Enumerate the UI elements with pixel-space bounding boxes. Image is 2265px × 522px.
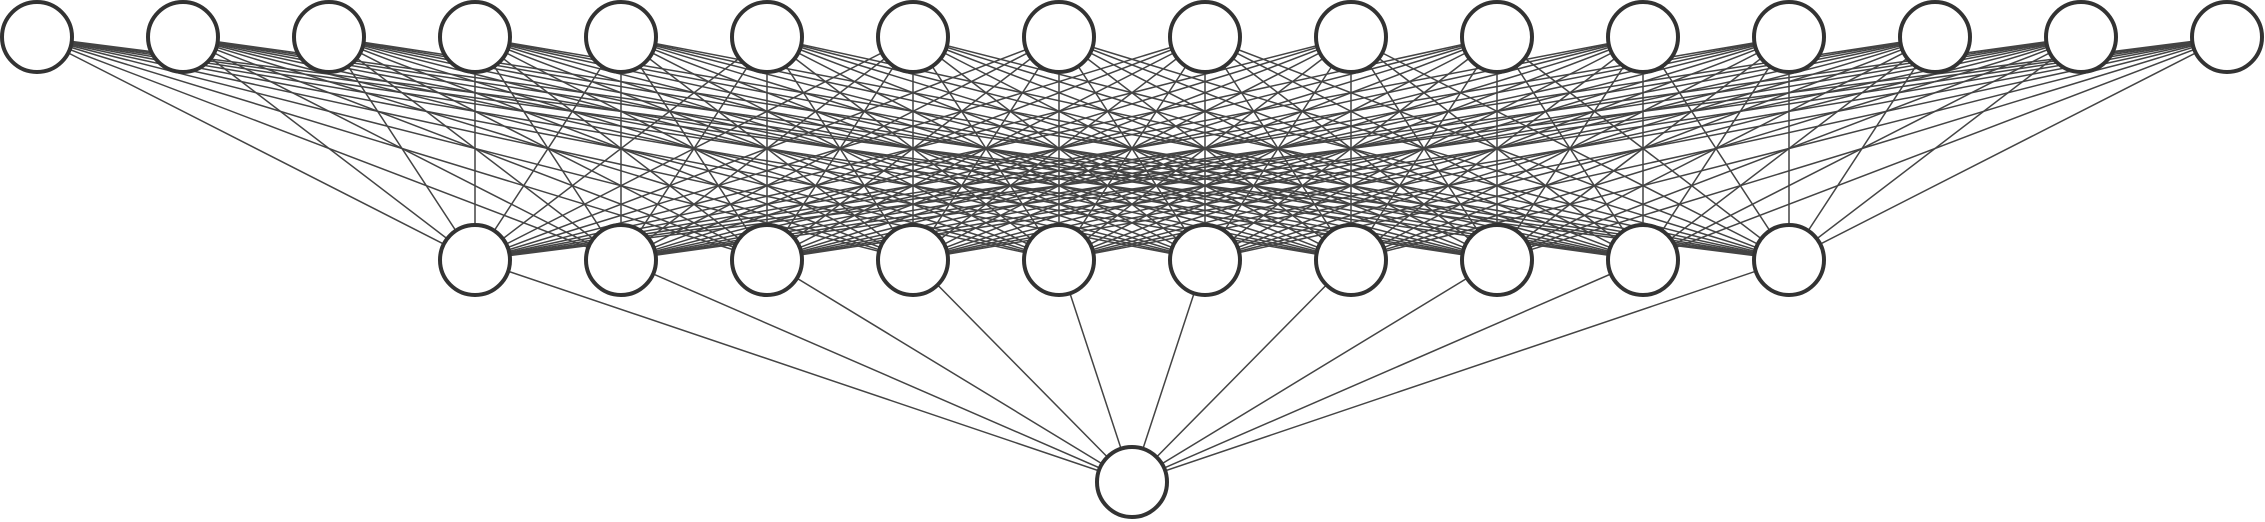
connection-edge — [328, 36, 476, 261]
hidden-layer-neuron — [876, 223, 950, 297]
connection-edge — [766, 259, 1133, 483]
connection-edge — [1058, 259, 1133, 483]
connection-edge — [1350, 36, 2228, 261]
connection-edge — [1496, 36, 2228, 261]
input-layer-neuron — [1752, 0, 1826, 74]
connection-edge — [474, 36, 1206, 261]
input-layer-neuron — [730, 0, 804, 74]
hidden-layer-neuron — [1606, 223, 1680, 297]
input-layer-neuron — [2190, 0, 2264, 74]
connection-edge — [474, 36, 622, 261]
connection-edge — [1058, 36, 2228, 261]
connection-edge — [474, 36, 1936, 261]
input-layer-neuron — [292, 0, 366, 74]
input-layer-neuron — [1314, 0, 1388, 74]
connection-edge — [474, 36, 1352, 261]
connection-edge — [474, 36, 768, 261]
connection-edge — [474, 36, 2082, 261]
input-layer-neuron — [1898, 0, 1972, 74]
connection-edge — [1788, 36, 2228, 261]
hidden-layer-neuron — [1460, 223, 1534, 297]
connection-edge — [474, 259, 1133, 483]
input-layer-neuron — [1606, 0, 1680, 74]
hidden-layer-neuron — [730, 223, 804, 297]
input-layer-neuron — [1168, 0, 1242, 74]
connection-edge — [912, 36, 2228, 261]
connection-edge — [474, 36, 1060, 261]
connection-edge — [620, 36, 2228, 261]
input-layer-neuron — [584, 0, 658, 74]
input-layer-neuron — [1022, 0, 1096, 74]
connection-edge — [474, 36, 2228, 261]
connection-edge — [912, 259, 1133, 483]
input-layer-neuron — [2044, 0, 2118, 74]
connection-edge — [182, 36, 476, 261]
connection-edge — [474, 36, 1498, 261]
hidden-layer-neuron — [438, 223, 512, 297]
input-layer-neuron — [438, 0, 512, 74]
output-layer-neuron — [1095, 445, 1169, 519]
connection-edge — [766, 36, 2228, 261]
connection-edge — [474, 36, 1790, 261]
connections — [36, 36, 2228, 483]
input-layer-neuron — [146, 0, 220, 74]
connection-edge — [1131, 259, 1352, 483]
connection-edge — [474, 36, 1644, 261]
connection-edge — [36, 36, 476, 261]
connection-edge — [1131, 259, 1790, 483]
connection-edge — [474, 36, 914, 261]
hidden-layer-neuron — [1314, 223, 1388, 297]
connection-edge — [620, 259, 1133, 483]
hidden-layer-neuron — [584, 223, 658, 297]
hidden-layer-neuron — [1022, 223, 1096, 297]
connection-edge — [1131, 259, 1206, 483]
input-layer-neuron — [876, 0, 950, 74]
connection-edge — [1131, 259, 1498, 483]
connection-edge — [1204, 36, 2228, 261]
hidden-layer-neuron — [1168, 223, 1242, 297]
hidden-layer-neuron — [1752, 223, 1826, 297]
input-layer-neuron — [1460, 0, 1534, 74]
input-layer-neuron — [0, 0, 74, 74]
connection-edge — [1642, 36, 2228, 261]
connection-edge — [1131, 259, 1644, 483]
